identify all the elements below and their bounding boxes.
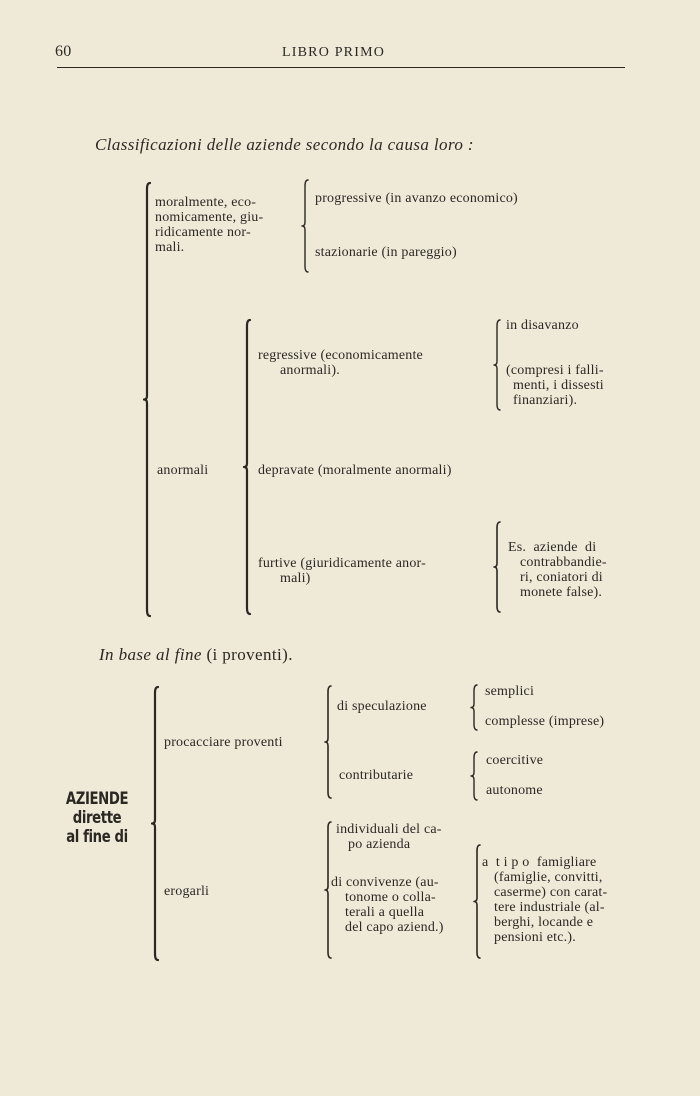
brace-disburse bbox=[324, 821, 332, 959]
brace-speculation bbox=[470, 684, 478, 731]
running-title: LIBRO PRIMO bbox=[282, 45, 386, 60]
normal-label: moralmente, eco- nomicamente, giu- ridic… bbox=[155, 195, 289, 255]
family-type-item: a t i p o famigliare (famiglie, convitti… bbox=[482, 855, 607, 945]
furtive-example: Es. aziende di contrabbandie- ri, coniat… bbox=[508, 540, 634, 600]
normal-label-line: nomicamente, giu- bbox=[155, 210, 264, 225]
heading-italic-part: In base al fine bbox=[99, 645, 202, 664]
furtive-example-line: monete false). bbox=[520, 585, 603, 600]
family-type-line: berghi, locande e bbox=[494, 915, 594, 930]
disburse-label: erogarli bbox=[164, 884, 210, 899]
stationary-item: stazionarie (in pareggio) bbox=[315, 245, 457, 260]
cohabitation-item: di convivenze (au- tonome o colla- teral… bbox=[331, 875, 444, 935]
brace-main-classification bbox=[142, 181, 152, 618]
failures-item: (compresi i falli- menti, i dissesti fin… bbox=[506, 363, 604, 408]
header-rule bbox=[57, 67, 625, 68]
brace-furtive bbox=[493, 521, 501, 613]
furtive-example-line: ri, coniatori di bbox=[520, 570, 603, 585]
failures-line: (compresi i falli- bbox=[506, 363, 604, 378]
family-type-line: caserme) con carat- bbox=[494, 885, 608, 900]
cohabitation-line: tonome o colla- bbox=[345, 890, 436, 905]
furtive-example-line: contrabbandie- bbox=[520, 555, 607, 570]
family-type-line: a t i p o famigliare bbox=[482, 855, 597, 870]
individual-line: po azienda bbox=[348, 837, 411, 852]
contributory-item: contributarie bbox=[339, 768, 414, 783]
furtive-example-line: Es. aziende di bbox=[508, 540, 597, 555]
normal-label-line: ridicamente nor- bbox=[155, 225, 251, 240]
normal-label-line: moralmente, eco- bbox=[155, 195, 257, 210]
procure-label: procacciare proventi bbox=[164, 735, 283, 750]
cohabitation-line: del capo aziend.) bbox=[345, 920, 444, 935]
regressive-line: anormali). bbox=[280, 363, 340, 378]
family-type-line: (famiglie, convitti, bbox=[494, 870, 603, 885]
failures-line: finanziari). bbox=[513, 393, 578, 408]
simple-item: semplici bbox=[485, 684, 535, 699]
coercive-item: coercitive bbox=[486, 753, 544, 768]
deficit-item: in disavanzo bbox=[506, 318, 579, 333]
brace-contributory bbox=[470, 751, 478, 801]
brace-regressive bbox=[493, 319, 501, 411]
side-label-aziende: AZIENDE dirette al fine di bbox=[62, 790, 132, 847]
cohabitation-line: terali a quella bbox=[345, 905, 425, 920]
individual-item: individuali del ca- po azienda bbox=[336, 822, 442, 852]
brace-cohabitation bbox=[473, 844, 481, 959]
family-type-line: tere industriale (al- bbox=[494, 900, 605, 915]
brace-normal bbox=[301, 179, 309, 273]
section-heading-purpose: In base al fine (i proventi). bbox=[99, 645, 293, 664]
furtive-line: mali) bbox=[280, 571, 311, 586]
brace-procure bbox=[324, 685, 332, 799]
brace-aziende bbox=[150, 685, 160, 962]
side-label-line: dirette bbox=[72, 808, 122, 828]
side-label-line: al fine di bbox=[66, 827, 128, 847]
regressive-item: regressive (economicamente anormali). bbox=[258, 348, 423, 378]
autonomous-item: autonome bbox=[486, 783, 543, 798]
furtive-item: furtive (giuridicamente anor- mali) bbox=[258, 556, 426, 586]
brace-group bbox=[142, 179, 501, 962]
heading-plain-part: (i proventi). bbox=[201, 645, 293, 664]
section-heading-classification: Classificazioni delle aziende secondo la… bbox=[95, 135, 474, 154]
family-type-line: pensioni etc.). bbox=[494, 930, 576, 945]
page-number: 60 bbox=[55, 43, 72, 60]
abnormal-label: anormali bbox=[157, 463, 209, 478]
brace-abnormal bbox=[242, 318, 252, 616]
individual-line: individuali del ca- bbox=[336, 822, 442, 837]
depraved-item: depravate (moralmente anormali) bbox=[258, 463, 452, 478]
progressive-item: progressive (in avanzo economico) bbox=[315, 191, 518, 206]
side-label-line: AZIENDE bbox=[65, 789, 129, 809]
failures-line: menti, i dissesti bbox=[513, 378, 604, 393]
regressive-line: regressive (economicamente bbox=[258, 348, 423, 363]
normal-label-line: mali. bbox=[155, 240, 185, 255]
cohabitation-line: di convivenze (au- bbox=[331, 875, 439, 890]
furtive-line: furtive (giuridicamente anor- bbox=[258, 556, 427, 571]
complex-item: complesse (imprese) bbox=[485, 714, 605, 729]
speculation-item: di speculazione bbox=[337, 699, 427, 714]
